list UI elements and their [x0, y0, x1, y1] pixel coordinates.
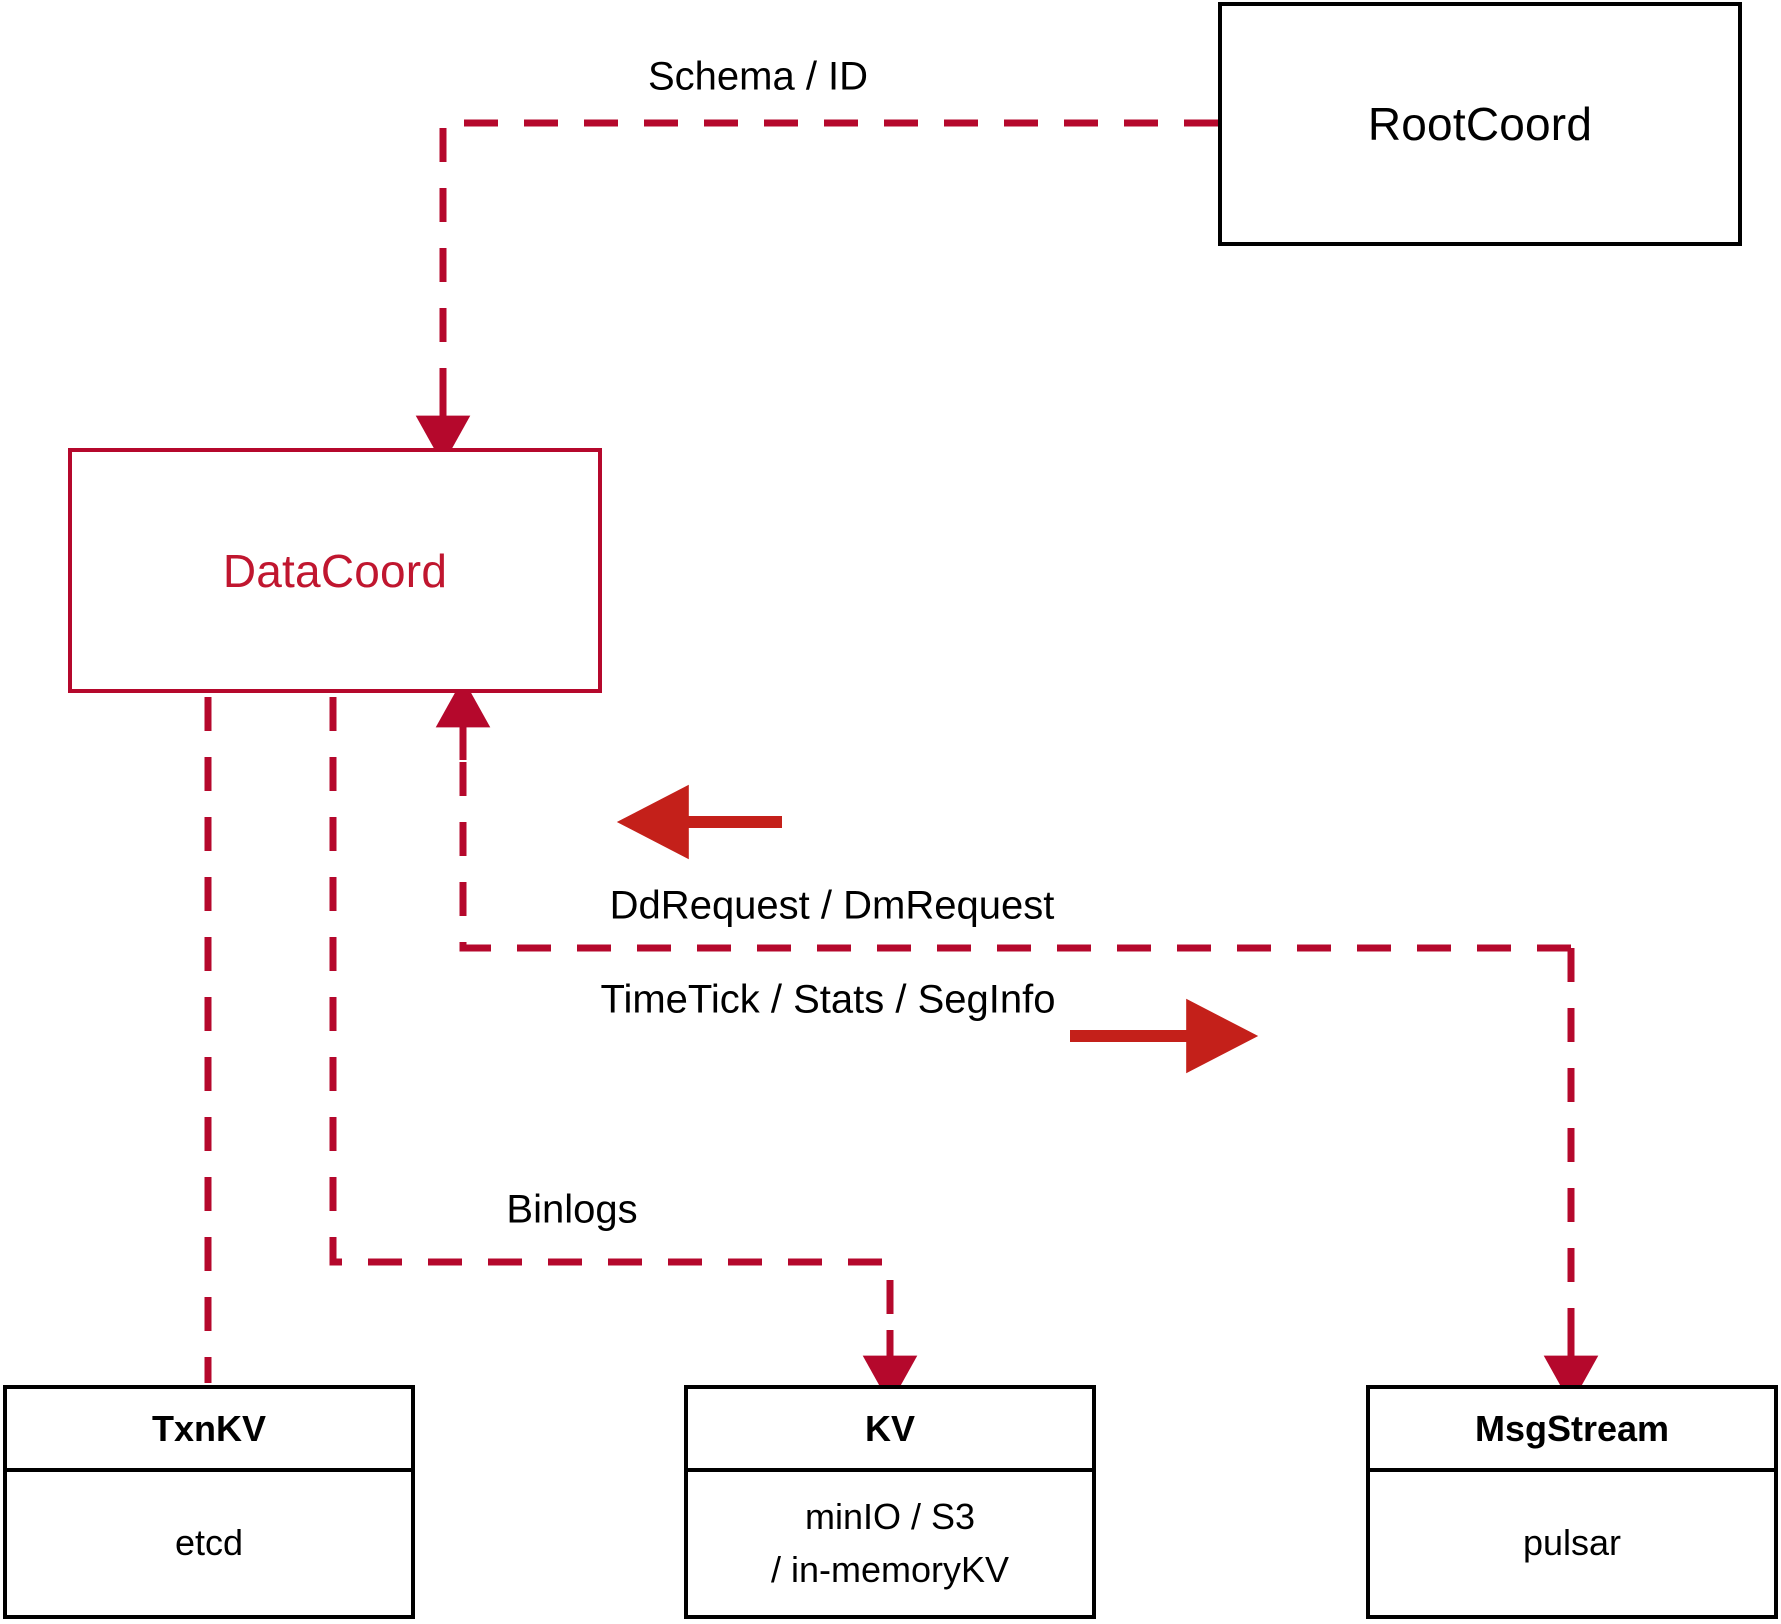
store-kv-line-0: minIO / S3 [804, 1496, 976, 1538]
store-kv-body: minIO / S3 / in-memoryKV [688, 1472, 1092, 1615]
store-kv-line-1: / in-memoryKV [770, 1548, 1010, 1590]
store-kv-title: KV [688, 1389, 1092, 1472]
node-datacoord[interactable]: DataCoord [68, 448, 602, 693]
store-kv[interactable]: KV minIO / S3 / in-memoryKV [684, 1385, 1096, 1619]
store-txnkv-line-0: etcd [174, 1522, 244, 1564]
store-msgstream-body: pulsar [1370, 1472, 1774, 1615]
store-txnkv[interactable]: TxnKV etcd [3, 1385, 415, 1619]
edge-label-timetick-stats-seginfo: TimeTick / Stats / SegInfo [600, 977, 1056, 1022]
store-msgstream-title: MsgStream [1370, 1389, 1774, 1472]
node-datacoord-label: DataCoord [222, 544, 448, 597]
store-msgstream[interactable]: MsgStream pulsar [1366, 1385, 1778, 1619]
edge-bus-to-datacoord [435, 678, 1571, 952]
edge-rootcoord-to-datacoord [415, 119, 1218, 465]
store-txnkv-body: etcd [7, 1472, 411, 1615]
edge-label-dd-dm-request: DdRequest / DmRequest [609, 883, 1055, 928]
store-msgstream-line-0: pulsar [1522, 1522, 1622, 1564]
store-txnkv-title: TxnKV [7, 1389, 411, 1472]
edge-label-schema-id: Schema / ID [647, 54, 869, 99]
node-rootcoord-label: RootCoord [1367, 98, 1593, 150]
edge-label-binlogs: Binlogs [506, 1187, 638, 1232]
node-rootcoord[interactable]: RootCoord [1218, 2, 1742, 246]
edge-datacoord-to-kv [329, 697, 918, 1405]
